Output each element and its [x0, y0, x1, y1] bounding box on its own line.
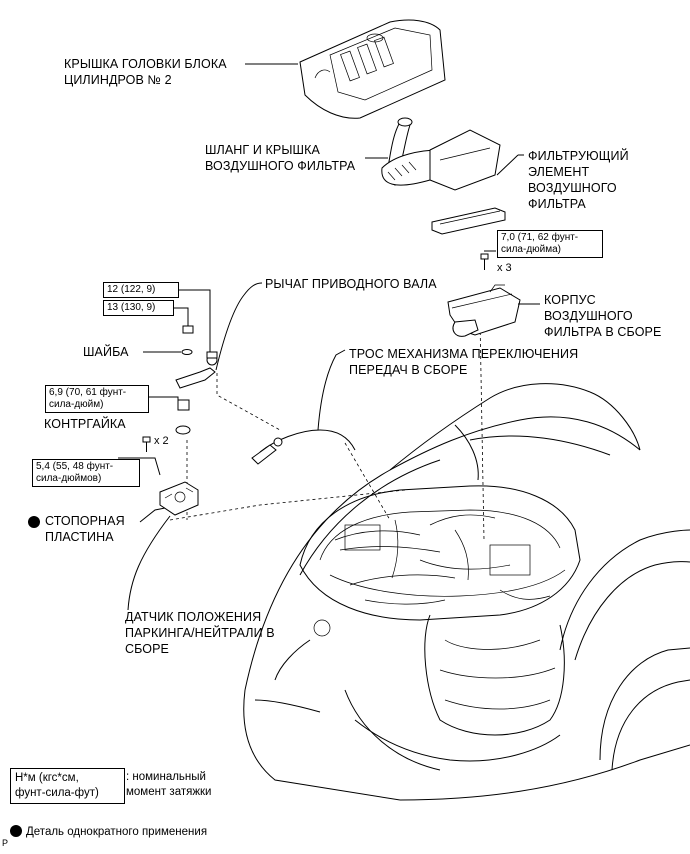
shift-cable-part [251, 429, 356, 465]
label-cylinder-head-cover: КРЫШКА ГОЛОВКИ БЛОКА ЦИЛИНДРОВ № 2 [64, 57, 227, 87]
air-filter-housing-part [447, 284, 521, 337]
legend-single-use: Деталь однократного применения [10, 810, 207, 840]
washer-part [181, 349, 193, 355]
label-air-filter-housing: КОРПУС ВОЗДУШНОГО ФИЛЬТРА В СБОРЕ [544, 293, 662, 339]
label-locknut: КОНТРГАЙКА [44, 417, 126, 431]
control-shaft-lever-part [175, 351, 218, 389]
housing-bolt [480, 253, 489, 270]
label-washer: ШАЙБА [83, 345, 129, 359]
torque-box-69: 6,9 (70, 61 фунт- сила-дюйм) [45, 385, 149, 413]
multiplier-x3: x 3 [497, 262, 512, 274]
multiplier-x2: x 2 [154, 435, 169, 447]
lock-plate-text: СТОПОРНАЯ ПЛАСТИНА [45, 514, 125, 544]
label-park-neutral-switch: ДАТЧИК ПОЛОЖЕНИЯ ПАРКИНГА/НЕЙТРАЛИ В СБО… [125, 610, 275, 656]
single-use-dot-icon [28, 516, 40, 528]
locknut-part [177, 399, 190, 411]
torque-box-54: 5,4 (55, 48 фунт- сила-дюймов) [32, 459, 140, 487]
park-neutral-switch-part [159, 481, 199, 516]
label-filter-element: ФИЛЬТРУЮЩИЙ ЭЛЕМЕНТ ВОЗДУШНОГО ФИЛЬТРА [528, 149, 629, 211]
air-filter-hose-part [381, 117, 501, 191]
label-hose-and-cap: ШЛАНГ И КРЫШКА ВОЗДУШНОГО ФИЛЬТРА [205, 143, 356, 173]
lock-washer-part [175, 425, 191, 435]
torque-box-housing: 7,0 (71, 62 фунт- сила-дюйма) [497, 230, 603, 258]
legend-single-use-text: Деталь однократного применения [26, 826, 208, 838]
legend-unit-box: Н*м (кгс*см, фунт-сила-фут) [10, 768, 125, 804]
engine-bay [299, 485, 581, 736]
torque-box-13: 13 (130, 9) [103, 300, 174, 316]
corner-mark: P [2, 838, 9, 848]
filter-element-part [431, 207, 506, 235]
vehicle-outline [243, 383, 690, 801]
nut-part [182, 325, 194, 334]
label-shift-cable: ТРОС МЕХАНИЗМА ПЕРЕКЛЮЧЕНИЯ ПЕРЕДАЧ В СБ… [349, 347, 579, 377]
legend-unit-description: : номинальный момент затяжки [126, 771, 212, 798]
sensor-bolt [142, 436, 151, 452]
label-control-shaft-lever: РЫЧАГ ПРИВОДНОГО ВАЛА [265, 277, 437, 291]
torque-box-12: 12 (122, 9) [103, 282, 179, 298]
cylinder-head-cover-part [299, 19, 446, 119]
single-use-legend-dot-icon [10, 825, 22, 837]
